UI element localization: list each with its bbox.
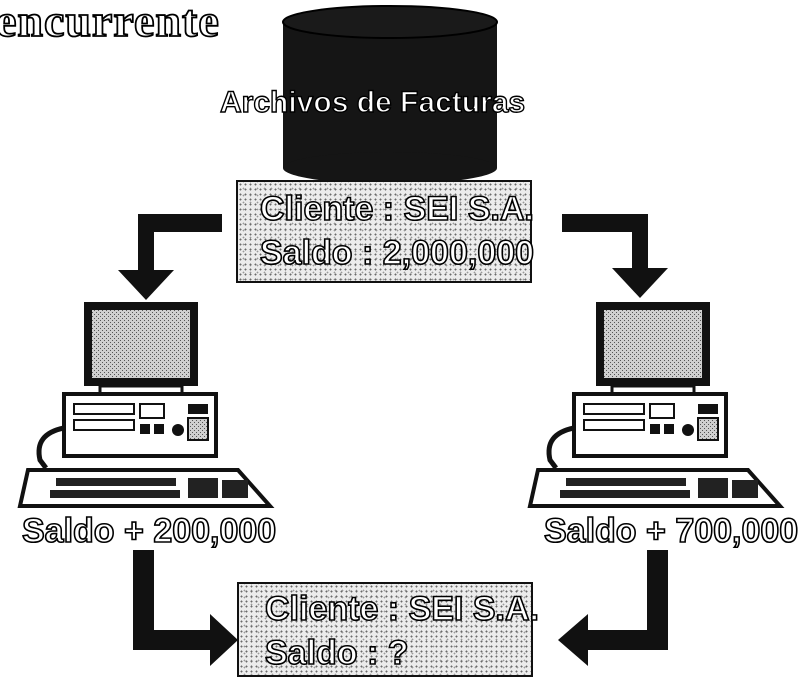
record-box-result: Cliente : SEI S.A. Saldo : ? bbox=[237, 582, 540, 677]
page-title: encurrente bbox=[0, 0, 220, 47]
right-computer-icon bbox=[527, 302, 785, 508]
database-cylinder-icon bbox=[282, 5, 498, 184]
left-computer-icon bbox=[17, 302, 275, 508]
left-terminal-label: Saldo + 200,000 bbox=[21, 511, 277, 551]
record-initial-client: Cliente : SEI S.A. bbox=[259, 189, 535, 229]
record-result-client: Cliente : SEI S.A. bbox=[264, 589, 540, 629]
record-box-initial: Cliente : SEI S.A. Saldo : 2,000,000 bbox=[236, 180, 535, 283]
arrow-bottom-left-icon bbox=[133, 550, 238, 666]
arrow-bottom-right-icon bbox=[558, 550, 668, 666]
record-initial-balance: Saldo : 2,000,000 bbox=[259, 233, 535, 273]
arrow-top-left-icon bbox=[118, 214, 222, 300]
database-label: Archivos de Facturas bbox=[219, 85, 526, 119]
record-result-balance: Saldo : ? bbox=[264, 633, 409, 673]
arrow-top-right-icon bbox=[562, 214, 668, 298]
right-terminal-label: Saldo + 700,000 bbox=[543, 511, 799, 551]
